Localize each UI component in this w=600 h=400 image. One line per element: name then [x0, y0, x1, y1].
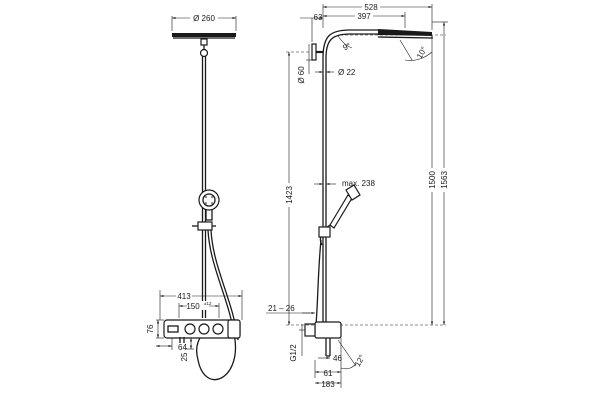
- front-head-diameter-label: Ø 260: [193, 14, 215, 23]
- side-view: 528 397 63 9° 10° Ø 60: [266, 2, 450, 389]
- side-1563-dimension: 1563: [432, 21, 450, 325]
- side-pipe-diameter-dimension: Ø 22: [315, 68, 356, 77]
- front-control-knob-3: [212, 323, 224, 335]
- front-spacing-label: 150: [186, 302, 200, 311]
- side-pipe: [322, 29, 378, 325]
- side-arm-angle-dimension: 9°: [337, 35, 353, 52]
- front-height-label: 76: [146, 324, 155, 333]
- side-overhead-head: [377, 29, 433, 39]
- side-1563-label: 1563: [440, 171, 449, 189]
- side-rail-diameter-dimension: Ø 60: [297, 44, 312, 84]
- front-outlet-offset-label: 64: [178, 343, 187, 352]
- front-outlet-height-label: 25: [180, 352, 189, 361]
- front-overhead-head: [172, 33, 236, 39]
- side-connection-range-label: 21 – 26: [268, 304, 295, 313]
- front-slider: [192, 221, 216, 231]
- side-arm-reach-label: 397: [357, 12, 371, 21]
- front-width-label: 413: [177, 292, 191, 301]
- front-spacing-tolerance: ±12: [204, 301, 212, 306]
- side-pipe-diameter-label: Ø 22: [338, 68, 356, 77]
- side-top-offset-label: 63: [314, 13, 323, 22]
- side-handshower-max-dimension: max. 238: [314, 179, 375, 188]
- side-spout-183-dimension: 183: [315, 338, 342, 389]
- front-width-dimension: 413: [159, 290, 243, 320]
- side-handshower-max-label: max. 238: [342, 179, 375, 188]
- side-spout-61-label: 61: [324, 369, 333, 378]
- side-handshower: [319, 184, 361, 246]
- side-top-offset-dimension: 63: [300, 13, 323, 42]
- front-head-diameter-dimension: Ø 260: [171, 12, 237, 31]
- side-spout-angle-label: 12°: [353, 353, 367, 368]
- side-rail-diameter-label: Ø 60: [297, 66, 306, 84]
- side-rail-height-dimension: 1423: [283, 51, 314, 326]
- front-thermostat: [163, 319, 241, 343]
- side-1500-label: 1500: [428, 171, 437, 189]
- front-handshower: [198, 189, 220, 221]
- front-control-knob-1: [184, 323, 196, 335]
- side-connection-range-dimension: 21 – 26: [266, 304, 315, 315]
- front-outlet-height-dimension: 25: [180, 337, 194, 361]
- front-outlet-offset-dimension: 64: [156, 338, 187, 352]
- side-spout-183-label: 183: [321, 380, 335, 389]
- side-hose: [315, 239, 322, 326]
- side-head-tilt-dimension: 10°: [399, 39, 433, 61]
- side-head-tilt-label: 10°: [415, 45, 429, 60]
- side-arm-reach-dimension: 397: [323, 11, 406, 28]
- side-total-reach-label: 528: [364, 3, 378, 12]
- side-spout-46-label: 46: [333, 354, 342, 363]
- side-thread-dimension: G1/2: [289, 324, 305, 362]
- front-rail: [199, 38, 209, 318]
- side-slider: [318, 226, 331, 238]
- side-spout-angle-dimension: 12°: [337, 339, 367, 370]
- front-spacing-dimension: 150 ±12: [178, 301, 220, 318]
- front-height-dimension: 76: [146, 319, 164, 339]
- side-rail-height-label: 1423: [285, 186, 294, 204]
- side-1500-dimension: 1500: [340, 34, 446, 326]
- side-arm-angle-label: 9°: [342, 41, 353, 52]
- front-view: Ø 260: [146, 12, 243, 381]
- side-spout-61-dimension: 61: [314, 360, 341, 378]
- side-wall-bracket: [311, 43, 323, 61]
- side-thread-label: G1/2: [289, 344, 298, 362]
- side-thermostat: [304, 321, 342, 357]
- front-control-knob-2: [198, 323, 210, 335]
- side-spout-46-dimension: 46: [318, 354, 342, 363]
